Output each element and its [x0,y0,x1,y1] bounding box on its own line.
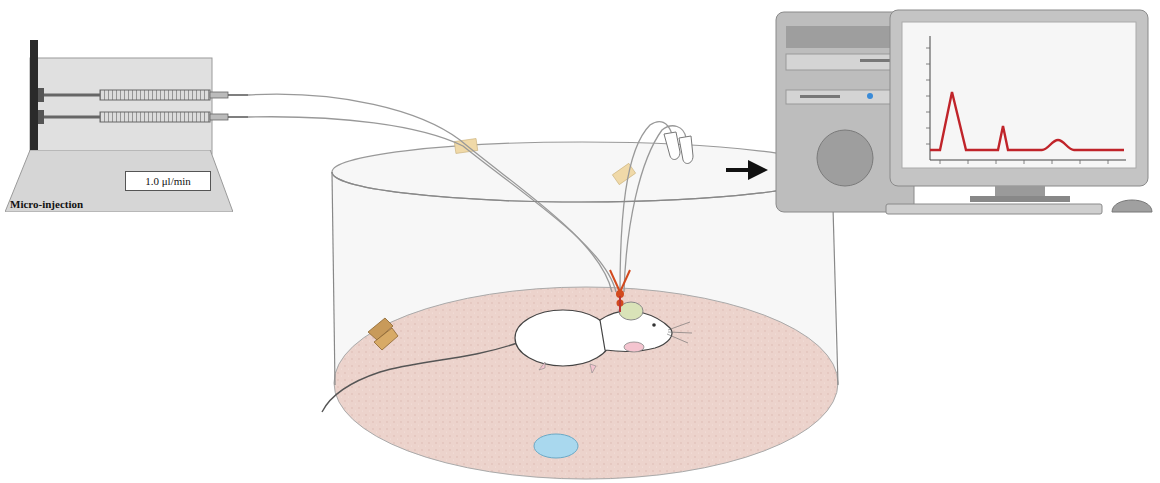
pump-base: Micro-injection 1.0 μl/min [5,150,233,212]
rate-display: 1.0 μl/min [125,171,211,191]
chromatogram [930,36,1126,160]
cage [332,139,838,480]
flow-arrow [726,168,764,172]
infusion-tubing [248,94,616,292]
water-dish [534,434,578,458]
probe-implant [610,270,630,312]
flow-rate: 1.0 μl/min [145,175,191,187]
mouse [322,302,692,412]
food-pellet [368,318,398,350]
collection-vial [664,132,693,163]
cage-rim [332,172,832,202]
device-label: Micro-injection [10,198,83,210]
monitor [886,10,1152,214]
axis-ticks [926,48,1108,164]
dialysate-tubing [620,122,686,292]
